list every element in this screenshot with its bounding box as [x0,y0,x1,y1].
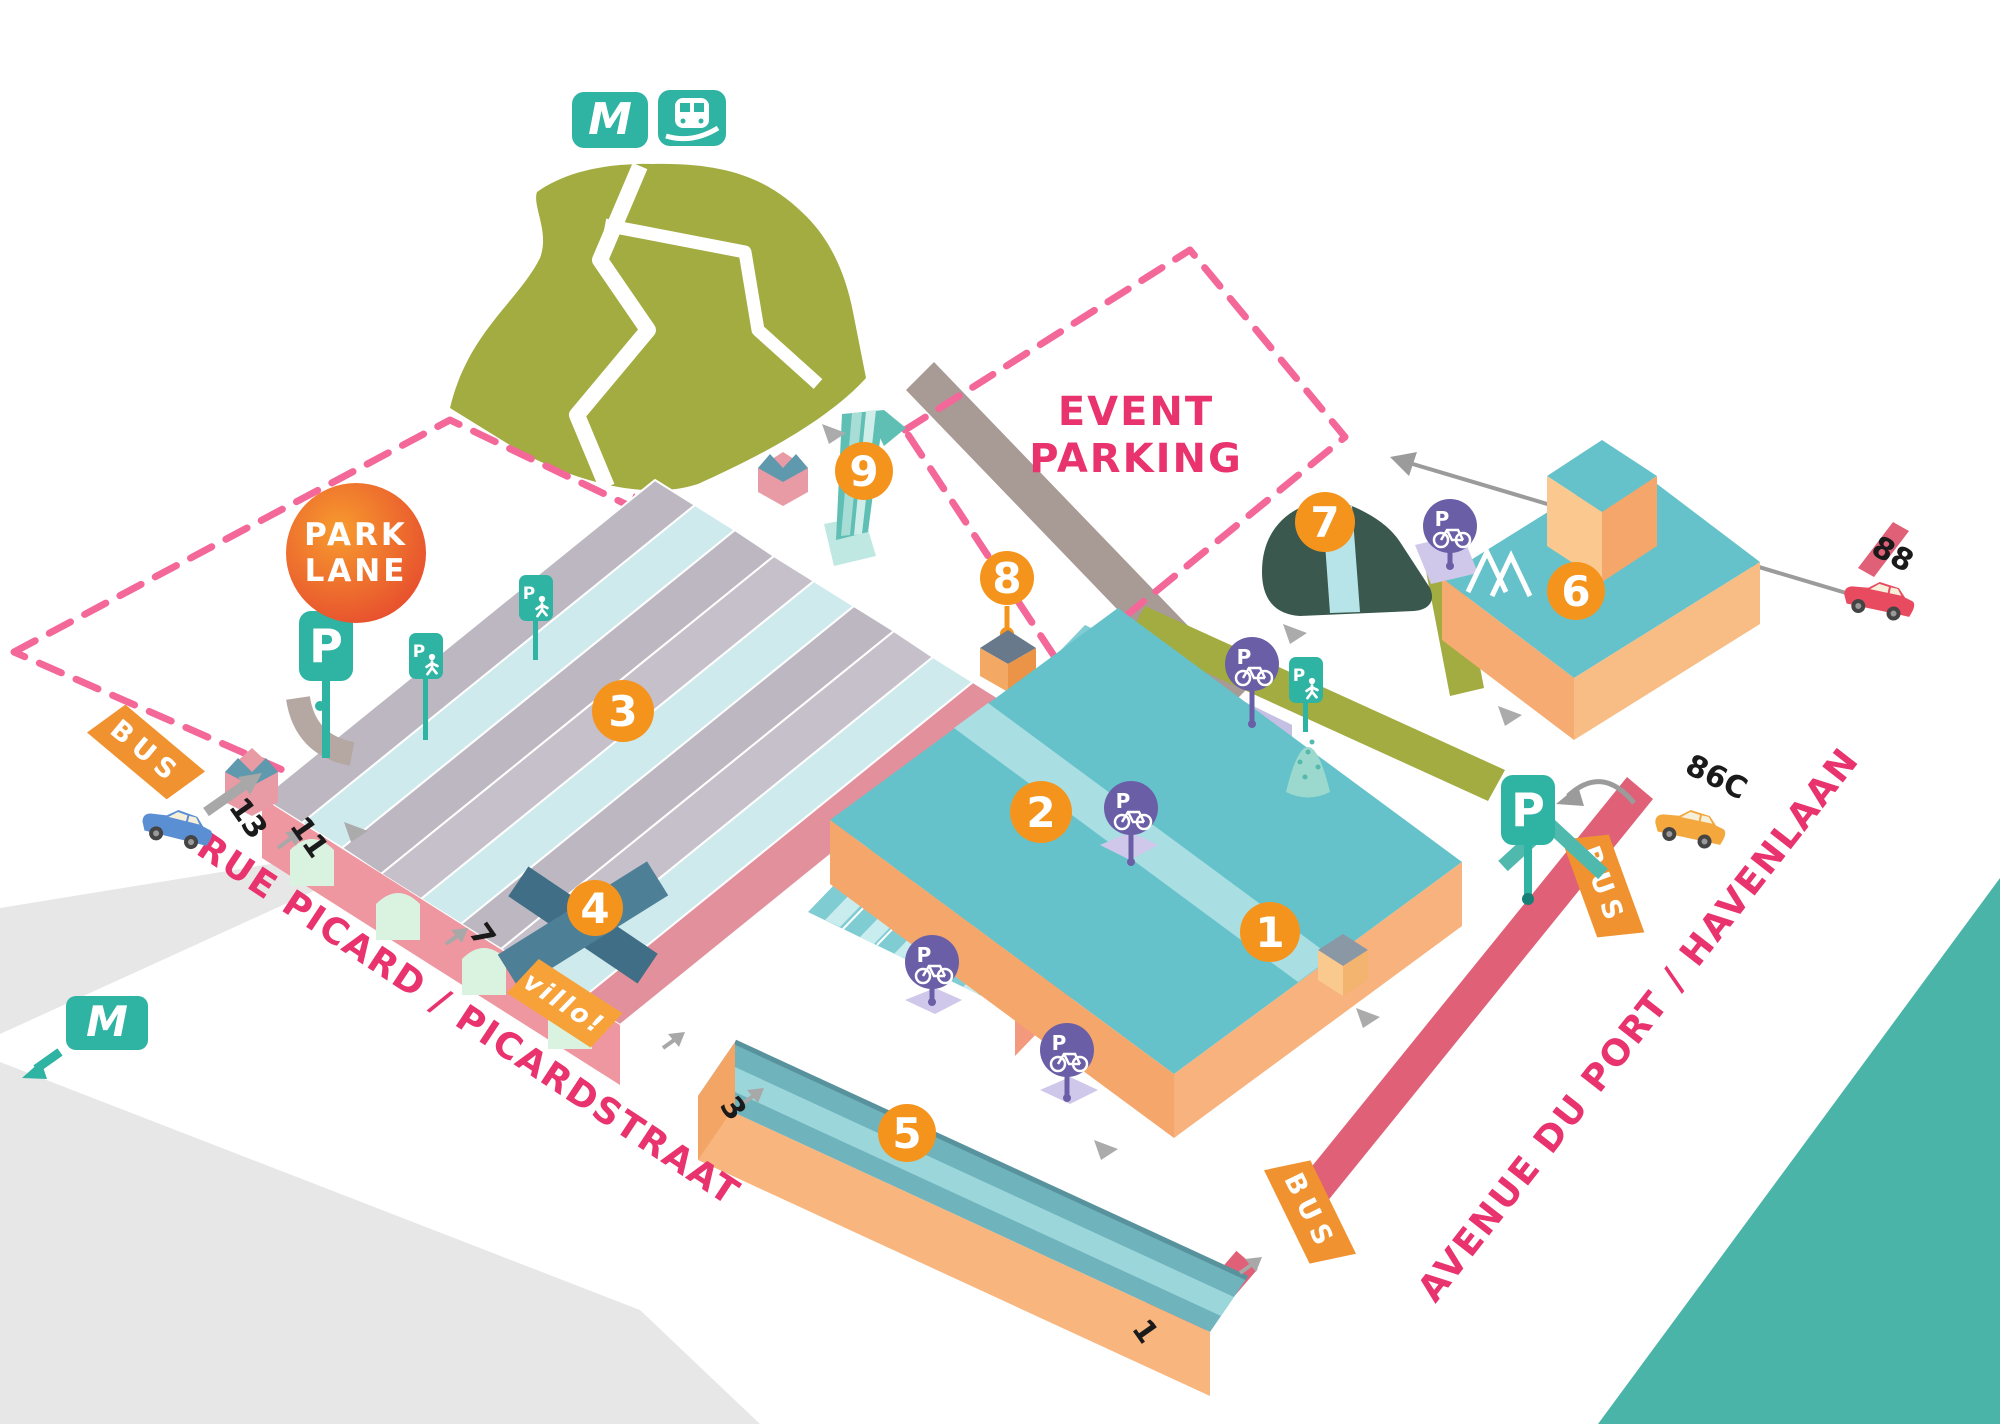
ped-sign-1 [407,631,445,740]
metro-icon-southwest: M [22,996,148,1079]
road-red-main [1279,777,1653,1229]
building-1-annex [1318,934,1368,996]
building-badge-2: 2 [1010,781,1072,843]
bus-ribbon-west: BUS [86,704,206,800]
parking-sign-east [1501,775,1555,905]
water-canal [1598,878,2000,1424]
svg-text:7: 7 [1310,498,1339,547]
bike-sign-3 [903,933,961,1006]
building-6 [1442,440,1760,740]
roof-stripe [709,1061,1234,1316]
building-badge-6: 6 [1547,562,1605,620]
svg-text:3: 3 [608,687,637,736]
car-yellow [1651,803,1729,853]
svg-text:LANE: LANE [305,553,408,589]
bike-sign-5 [1421,497,1479,570]
building-badge-7: 7 [1295,492,1355,552]
driveway-curve [286,695,355,766]
park-area [450,163,866,491]
svg-text:1: 1 [1255,908,1284,957]
ped-sign-2 [517,573,555,660]
park-lane-badge: PARK LANE [286,483,426,623]
svg-text:M: M [86,997,128,1046]
svg-text:PARK: PARK [304,517,408,553]
svg-text:4: 4 [580,884,609,933]
park-path-fork [603,218,823,389]
svg-text:M: M [588,94,632,145]
metro-icon-north: M [572,92,648,148]
route-86c: 86C [1680,748,1753,807]
tree-icon [1286,739,1330,798]
event-parking-label-1: EVENT [1058,389,1214,435]
building-5-end [698,1042,735,1160]
building-badge-9: 9 [835,442,893,500]
train-icon [658,90,726,146]
parking-sign-west [299,611,353,758]
grass-strip-plaza [1128,606,1505,801]
building-1-se-wall [1174,862,1462,1138]
ground-gray-lower [0,1062,760,1424]
building-badge-1: 1 [1240,902,1300,962]
car-red [1840,575,1918,625]
svg-text:6: 6 [1561,567,1590,616]
svg-text:2: 2 [1026,788,1055,837]
building-3-facade [262,798,620,1085]
event-parking-label-2: PARKING [1029,436,1243,482]
building-5 [698,1039,1249,1396]
bike-sign-1 [1223,635,1281,728]
bike-sign-4 [1038,1021,1096,1102]
bike-sign-2 [1102,779,1160,866]
building-badge-4: 4 [567,880,623,936]
building-8 [980,606,1036,692]
building-badge-8: 8 [980,551,1034,605]
svg-text:9: 9 [849,447,878,496]
road-red-north [1858,522,1909,577]
building-6-tower [1547,440,1657,582]
route-mid-arrow [661,1032,685,1050]
building-badge-5: 5 [878,1104,936,1162]
small-house [758,452,808,506]
svg-text:8: 8 [992,554,1021,603]
ped-sign-3 [1287,655,1325,732]
building-5-front [698,1096,1210,1396]
parking-entry-arrow [1556,779,1636,806]
bike-racks [1465,546,1533,598]
building-badge-3: 3 [592,680,654,742]
svg-text:5: 5 [892,1109,921,1158]
